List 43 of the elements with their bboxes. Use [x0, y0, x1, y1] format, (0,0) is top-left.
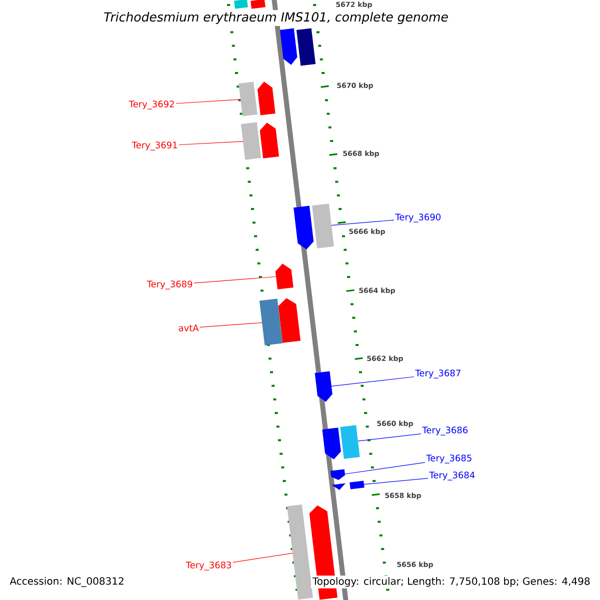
gene-label: Tery_3685 — [426, 454, 472, 464]
gene-box — [287, 504, 313, 600]
gene-block — [278, 298, 301, 343]
gene-box — [296, 28, 316, 66]
gene-block — [330, 469, 346, 480]
gene-box — [259, 298, 283, 346]
gene-box — [240, 122, 262, 160]
leader-line — [364, 478, 428, 485]
gene-label: Tery_3686 — [422, 426, 468, 436]
gene-block — [294, 206, 314, 250]
leader-line — [232, 552, 293, 563]
gene-label: Tery_3689 — [146, 280, 192, 290]
gene-block — [275, 264, 294, 290]
gene-block — [314, 371, 332, 402]
leader-line — [200, 322, 262, 328]
gene-label: Tery_3687 — [415, 370, 460, 378]
gene-label: Tery_3684 — [429, 472, 475, 480]
gene-block — [257, 82, 276, 116]
gene-label: Tery_3692 — [128, 100, 174, 110]
leader-line — [331, 376, 414, 386]
leader-line — [178, 141, 244, 146]
gene-box — [350, 480, 364, 490]
gene-box — [312, 204, 334, 248]
gene-block — [280, 28, 298, 65]
gene-label: Tery_3691 — [132, 142, 177, 150]
gene-box — [340, 425, 360, 459]
title: Trichodesmium erythraeum IMS101, complete genome — [102, 10, 450, 26]
footer-text: Accession: NC_008312 — [8, 576, 126, 588]
gene-block — [260, 122, 279, 158]
leader-line — [194, 276, 276, 284]
footer-text: Topology: circular; Length: 7,750,108 bp; Genes: 4,498 — [310, 576, 592, 588]
gene-box — [250, 0, 266, 9]
gene-triangle — [332, 483, 346, 490]
gene-label: Tery_3683 — [186, 562, 232, 570]
gene-label: Tery_3690 — [395, 214, 441, 222]
gene-block — [322, 428, 341, 460]
gene-box — [234, 0, 248, 9]
leader-line — [344, 462, 426, 474]
gene-label: avtA — [178, 324, 199, 332]
leader-line — [358, 434, 422, 442]
leader-line — [331, 220, 394, 226]
gene-box — [238, 82, 258, 116]
leader-line — [176, 99, 241, 104]
